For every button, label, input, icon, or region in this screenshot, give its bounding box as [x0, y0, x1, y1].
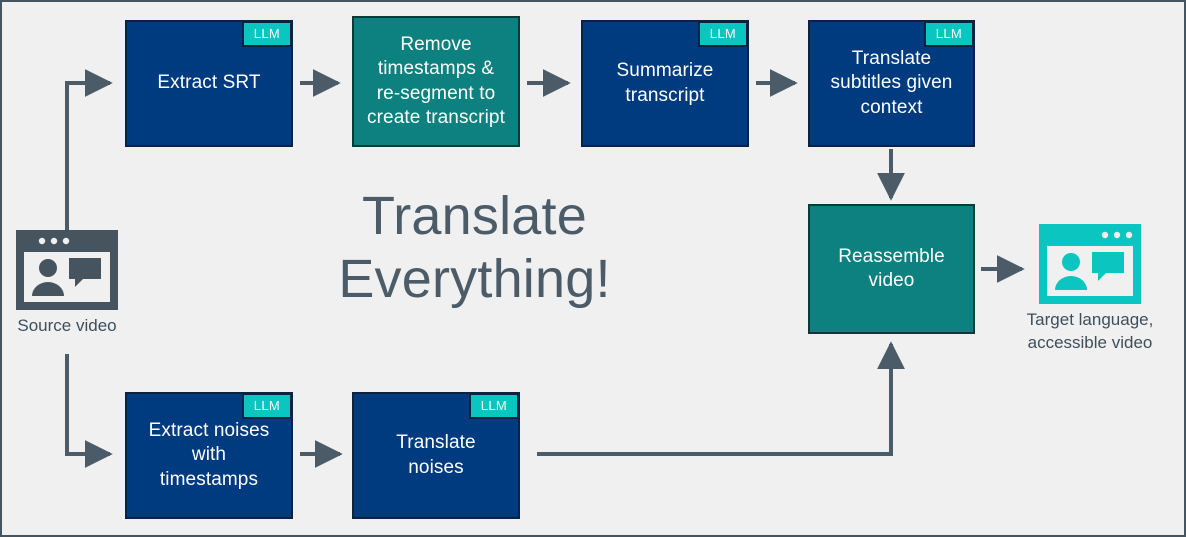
llm-badge: LLM — [923, 21, 974, 47]
node-extract-srt-label: Extract SRT — [157, 72, 261, 94]
node-extract-srt[interactable]: Extract SRT LLM — [125, 20, 293, 147]
endpoint-source-video: Source video — [2, 230, 132, 337]
llm-badge: LLM — [241, 21, 292, 47]
endpoint-source-video-caption: Source video — [17, 316, 117, 335]
video-window-icon — [1039, 224, 1141, 304]
edge-source-to-extract-srt — [65, 69, 113, 234]
endpoint-target-video: Target language,accessible video — [1007, 224, 1173, 355]
llm-badge: LLM — [697, 21, 748, 47]
edge-translate-noises-to-reassemble — [537, 341, 905, 456]
page-title-line-2: Everything! — [338, 248, 611, 309]
llm-badge: LLM — [468, 393, 519, 419]
edge-source-to-extract-noises — [65, 354, 113, 468]
page-title-line-1: Translate — [362, 186, 587, 246]
endpoint-target-video-caption: Target language,accessible video — [1026, 310, 1154, 353]
llm-badge: LLM — [241, 393, 292, 419]
page-title: Translate Everything! — [257, 185, 692, 310]
video-window-icon — [16, 230, 118, 310]
